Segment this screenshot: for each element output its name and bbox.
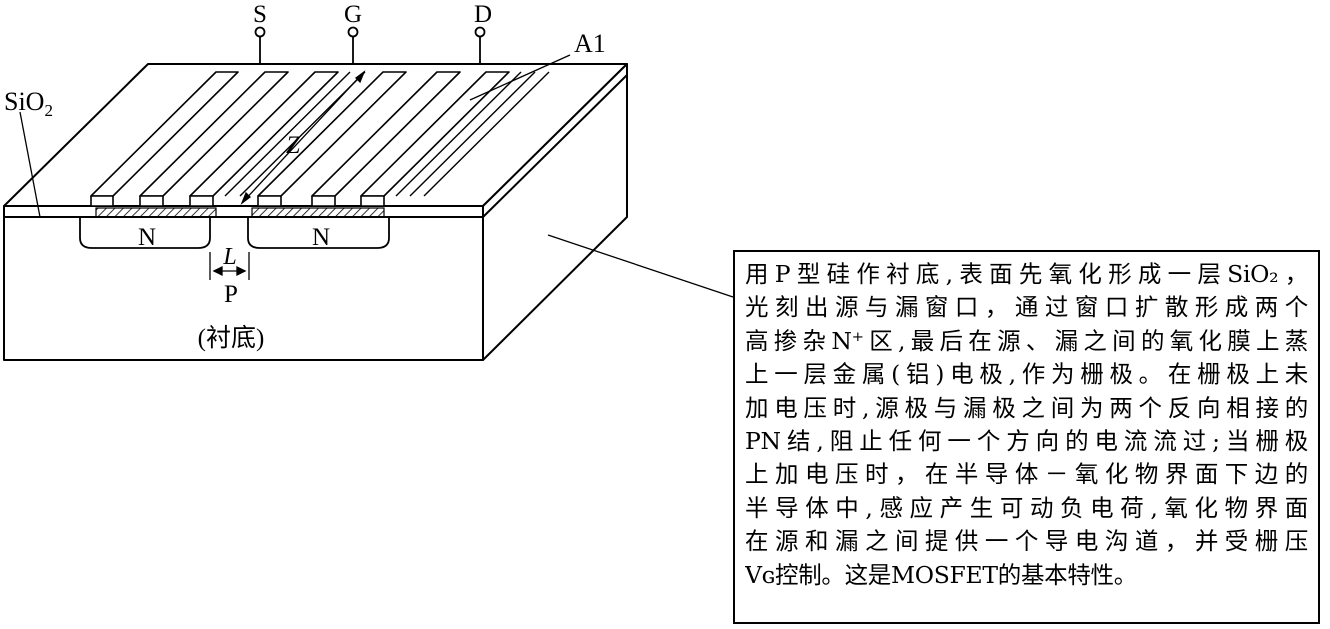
callout-leader <box>547 234 734 298</box>
a1-leader <box>469 54 571 101</box>
aluminum-strips <box>90 71 510 207</box>
description-line: 光刻出源与漏窗口，通过窗口扩散形成两个 <box>745 293 1308 322</box>
length-label: L <box>222 244 236 270</box>
n-left-label: N <box>138 224 156 251</box>
description-line: 上一层金属(铝)电极,作为栅极。在栅极上未 <box>745 360 1308 389</box>
gate-label: G <box>344 1 362 28</box>
terminals <box>254 26 486 64</box>
description-box: 用P型硅作衬底,表面先氧化形成一层SiO₂， 光刻出源与漏窗口，通过窗口扩散形成… <box>733 250 1320 624</box>
source-terminal <box>254 26 266 38</box>
description-line: 在源和漏之间提供一个导电沟道，并受栅压 <box>745 527 1308 556</box>
p-type-label: P <box>224 281 238 308</box>
gate-terminal <box>347 26 359 38</box>
description-line: PN结,阻止任何一个方向的电流流过;当栅极 <box>745 427 1308 456</box>
n-region-left <box>79 217 211 249</box>
substrate-label: (衬底) <box>198 324 265 352</box>
n-right-label: N <box>312 224 330 251</box>
top-surface-lines <box>224 71 550 197</box>
n-region-right <box>247 217 390 249</box>
sio2-leader <box>19 111 41 218</box>
drain-label: D <box>474 1 492 28</box>
width-label: Z <box>286 132 301 159</box>
length-dimension <box>209 252 250 280</box>
oxide-layer <box>4 74 628 218</box>
description-line: Vɢ控制。这是MOSFET的基本特性。 <box>745 560 1137 589</box>
source-label: S <box>253 1 267 28</box>
sio2-label: SiO2 <box>4 87 53 120</box>
metal-hatching <box>95 207 385 218</box>
description-line: 高掺杂N⁺区,最后在源、漏之间的氧化膜上蒸 <box>745 326 1308 355</box>
description-line: 加电压时,源极与漏极之间为两个反向相接的 <box>745 393 1308 422</box>
description-line: 用P型硅作衬底,表面先氧化形成一层SiO₂， <box>745 260 1308 288</box>
aluminum-label: A1 <box>574 29 606 58</box>
n-regions <box>79 217 390 249</box>
description-line: 半导体中,感应产生可动负电荷,氧化物界面 <box>745 493 1308 522</box>
description-line: 上加电压时，在半导体－氧化物界面下边的 <box>745 460 1308 489</box>
leader-lines <box>19 54 734 298</box>
drain-terminal <box>474 26 486 38</box>
width-dimension <box>240 70 366 205</box>
